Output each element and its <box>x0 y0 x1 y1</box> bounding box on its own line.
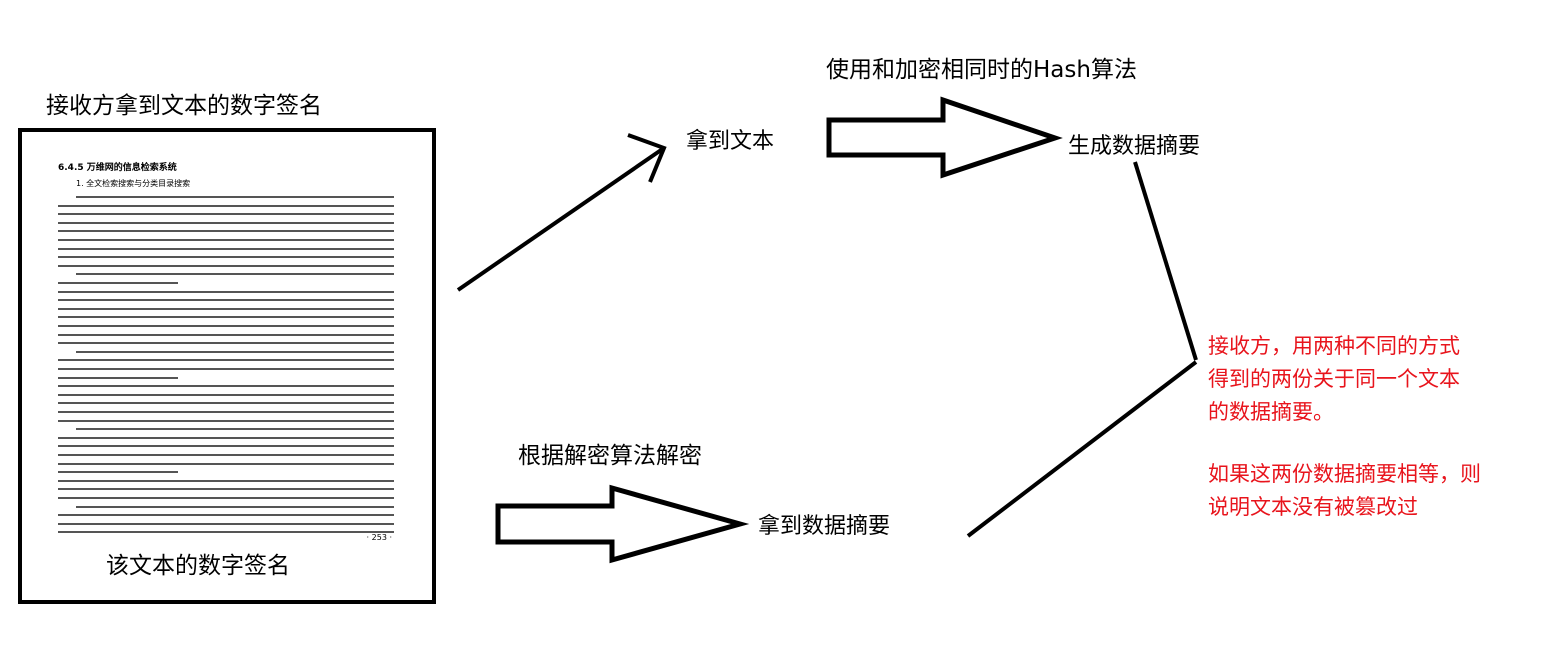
document-text-line <box>58 454 394 456</box>
document-text-line <box>76 196 394 198</box>
document-text-line <box>58 462 394 465</box>
line-digest-to-explanation <box>1133 161 1198 361</box>
document-text-line <box>58 522 394 525</box>
document-text-line <box>58 213 394 216</box>
document-text-line <box>58 247 394 250</box>
document-text-line <box>58 264 394 267</box>
document-text-line <box>58 436 394 439</box>
document-text-line <box>58 342 394 345</box>
document-text-line <box>76 273 394 276</box>
document-text-line <box>58 419 394 422</box>
document-text-line <box>58 471 178 474</box>
document-text-line <box>76 428 394 431</box>
document-text-line <box>58 402 394 405</box>
document-text-line <box>58 488 394 491</box>
document-text-line <box>58 411 394 413</box>
document-text-line <box>58 385 394 388</box>
arrow-doc-to-text <box>456 133 667 292</box>
hash-note: 使用和加密相同时的Hash算法 <box>826 57 1137 83</box>
document-text-line <box>58 531 394 534</box>
document-text-line <box>58 221 394 224</box>
receiver-title: 接收方拿到文本的数字签名 <box>46 93 322 119</box>
document-text-line <box>58 368 394 370</box>
document-text-line <box>58 316 394 319</box>
document-text-line <box>76 350 394 353</box>
document-text-line <box>58 204 394 207</box>
explanation-digests: 接收方，用两种不同的方式 得到的两份关于同一个文本 的数据摘要。 <box>1208 334 1460 424</box>
document-text-line <box>58 445 394 448</box>
document-text-line <box>58 359 394 362</box>
document-text-line <box>58 230 394 233</box>
get-digest-node: 拿到数据摘要 <box>758 514 891 539</box>
document-text-line <box>58 239 394 241</box>
document-text-line <box>58 497 394 499</box>
explanation-conclusion: 如果这两份数据摘要相等，则 说明文本没有被篡改过 <box>1208 462 1481 519</box>
document-text-line <box>58 290 394 293</box>
get-text-node: 拿到文本 <box>686 129 775 154</box>
document-text-line <box>58 479 394 482</box>
document-page-number: · 253 · <box>366 533 392 542</box>
generate-digest-node: 生成数据摘要 <box>1068 134 1201 159</box>
document-text-line <box>58 282 178 284</box>
document-text-line <box>58 514 394 517</box>
document-text-line <box>58 376 178 379</box>
document-text-line <box>58 307 394 310</box>
document-text-line <box>58 325 394 327</box>
signature-caption: 该文本的数字签名 <box>102 546 294 580</box>
document-text-line <box>58 256 394 259</box>
block-arrow-hash <box>826 96 1063 179</box>
document-subheader: 1. 全文检索搜索与分类目录搜索 <box>76 179 191 188</box>
document-text-line <box>58 393 394 396</box>
document-text-line <box>76 505 394 508</box>
document-text-line <box>58 299 394 302</box>
document-header: 6.4.5 万维网的信息检索系统 <box>58 163 177 173</box>
document-image: 6.4.5 万维网的信息检索系统 1. 全文检索搜索与分类目录搜索 · 253 … <box>18 128 436 604</box>
decrypt-note: 根据解密算法解密 <box>518 443 702 469</box>
line-getdigest-to-explanation <box>966 360 1198 538</box>
document-text-line <box>58 333 394 336</box>
block-arrow-decrypt <box>495 484 750 564</box>
